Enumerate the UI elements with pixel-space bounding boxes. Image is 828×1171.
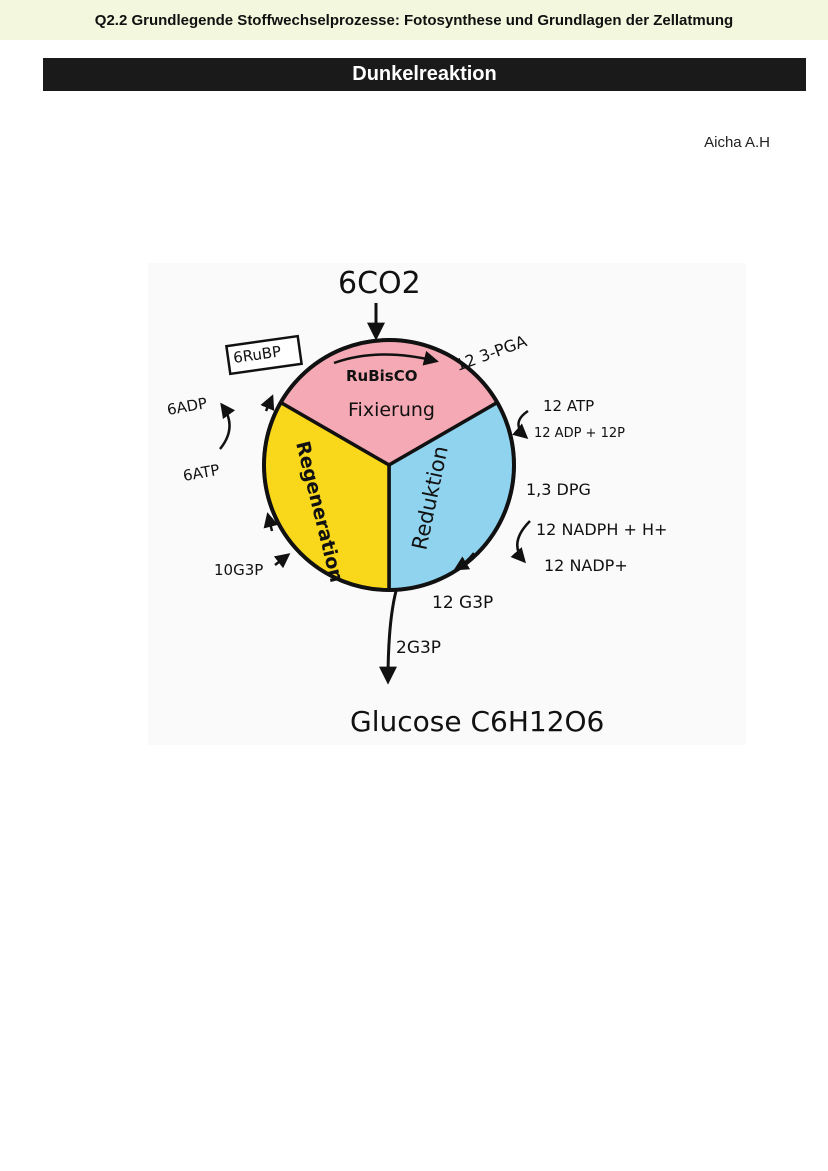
g3p-10-label: 10G3P: [214, 561, 263, 579]
regeneration-arc-arrow-2: [260, 394, 275, 412]
g3p-12-label: 12 G3P: [432, 593, 493, 613]
rubisco-label: RuBisCO: [346, 367, 418, 385]
atp-regen-arrow: [219, 402, 236, 450]
calvin-cycle-diagram: 6CO2 RuBisCO Fixierung Reduktion Regener…: [148, 263, 746, 745]
course-title: Q2.2 Grundlegende Stoffwechselprozesse: …: [94, 11, 734, 29]
cycle-outline: [262, 338, 516, 592]
atp-in-label: 12 ATP: [543, 397, 594, 415]
course-title-bar: Q2.2 Grundlegende Stoffwechselprozesse: …: [0, 0, 828, 40]
nadph-cycle-arrow: [510, 520, 531, 564]
rubp-box: [224, 334, 304, 376]
adp-out-label: 12 ADP + 12P: [534, 426, 625, 441]
glucose-label: Glucose C6H12O6: [350, 705, 604, 738]
pga-label: 12 3-PGA: [453, 331, 529, 374]
calvin-cycle-svg: 6CO2 RuBisCO Fixierung Reduktion Regener…: [166, 266, 668, 738]
reduction-output-arrow: [453, 552, 475, 571]
nadph-in-label: 12 NADPH + H+: [536, 520, 667, 539]
fixation-label: Fixierung: [348, 399, 435, 421]
g3p-10-arrow: [273, 553, 291, 569]
g3p-2-label: 2G3P: [396, 638, 441, 658]
rubisco-arrow: [333, 350, 439, 366]
atp-cycle-arrow: [512, 409, 529, 439]
section-heading: Dunkelreaktion: [43, 58, 806, 91]
dpg-label: 1,3 DPG: [526, 480, 591, 499]
section-title: Dunkelreaktion: [352, 63, 497, 85]
regeneration-arc-arrow-1: [263, 512, 279, 532]
adp-regen-label: 6ADP: [166, 394, 209, 419]
output-arrow: [379, 590, 398, 685]
co2-input-label: 6CO2: [338, 266, 421, 301]
nadp-out-label: 12 NADP+: [544, 556, 628, 575]
atp-regen-label: 6ATP: [182, 461, 221, 485]
author-name: Aicha A.H: [704, 134, 770, 151]
